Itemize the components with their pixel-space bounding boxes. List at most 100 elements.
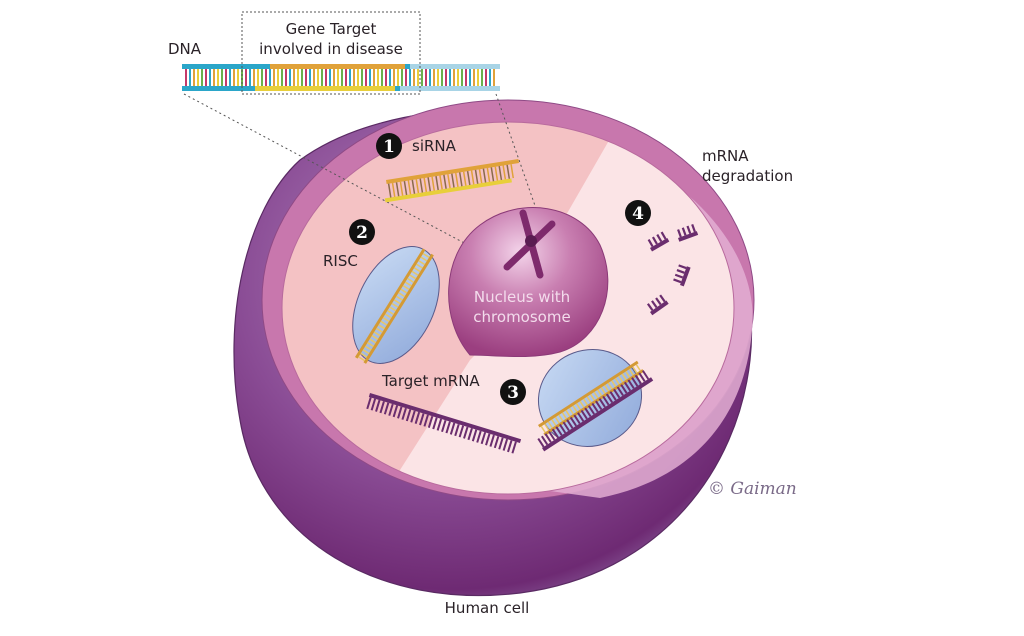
sirna-base-pair [431,176,435,191]
mrna-base [631,377,639,387]
svg-text:2: 2 [356,223,368,243]
risc-base-pair [371,334,379,340]
risc-base-pair [579,400,585,408]
artist-signature: © Gaiman [708,479,797,499]
sirna-base-pair [478,169,483,184]
risc-base-pair [380,320,388,326]
sirna-base-pair [494,166,499,181]
mrna-base [471,429,478,442]
sirna-base-pair [498,165,503,181]
risc-base-pair [614,377,620,385]
sirna-base-pair [435,176,439,191]
mrna-base [458,425,465,438]
sirna-base-pair [510,164,515,179]
sirna-base-pair [462,171,467,186]
mrna-base [511,441,517,454]
sirna-base-pair [458,172,463,187]
dna-label: DNA [168,40,202,58]
mrna-fragment [677,223,699,242]
nucleus: Nucleus with chromosome [448,207,609,358]
human-cell-label: Human cell [445,599,530,617]
risc-base-pair [373,331,381,337]
mrna-degradation-label-1: mRNA [702,147,749,165]
risc-base-pair [558,414,564,422]
mrna-base [609,391,617,401]
svg-text:1: 1 [383,137,395,157]
target-mrna-label: Target mRNA [381,372,480,390]
sirna-base-pair [387,183,392,198]
mrna-base [584,407,592,418]
gene-target-box [241,11,421,95]
mrna-base [502,438,509,451]
risc-mrna-complex [537,349,654,452]
gene-target-label-2: involved in disease [259,40,403,58]
risc-base-pair [568,407,574,415]
risc-base-pair [618,375,624,383]
mrna-base [573,414,581,425]
mrna-base [441,419,447,433]
mrna-base [598,398,606,408]
mrna-base [467,428,473,441]
mrna-base [559,423,567,434]
risc-base-pair [364,345,372,351]
mrna-base [551,428,559,439]
risc-base-pair [604,384,610,392]
mrna-base [454,424,460,437]
sirna-base-pair [502,165,507,180]
sirna-base-pair [447,174,451,189]
target-mrna [366,393,522,454]
risc-base-pair [586,396,592,403]
risc-base-pair [411,270,419,276]
risc-base-pair [393,299,401,305]
risc-base-pair [593,391,599,399]
projection-line-right [495,93,541,221]
mrna-base [383,402,390,415]
risc-base-pair [369,338,377,344]
sirna-base-pair [439,175,443,190]
risc-base-pair [404,281,412,287]
risc-base-pair [540,426,546,433]
mrna-base [507,440,513,453]
sirna-base-pair [419,178,424,193]
mrna-base [419,413,425,426]
gene-target-label-1: Gene Target [286,20,377,38]
risc-base-pair [422,252,430,258]
sirna-base-pair [455,172,459,187]
mrna-base [436,418,443,431]
mrna-base [485,433,491,446]
cytoplasm-outline [281,121,735,495]
sirna-base-pair [466,171,471,186]
mrna-base [480,432,487,445]
risc-base-pair [561,412,567,419]
mrna-degradation-label-2: degradation [702,167,793,185]
mrna-base [620,384,628,394]
risc-label: RISC [323,252,358,270]
mrna-base [463,426,469,439]
sirna-base-pair [451,173,455,188]
step-badge-3: 3 [500,379,526,405]
sirna-base-pair [411,179,416,194]
sirna-base-pair [415,179,420,194]
sirna-base-pair [482,168,487,183]
risc-base-pair [628,368,634,376]
mrna-base [540,435,549,446]
risc-base-pair [575,403,581,410]
sirna-base-pair [506,164,511,179]
mrna-base [555,426,563,436]
risc-base-pair [611,380,617,387]
sirna-base-pair [395,182,400,197]
risc-base-pair [398,292,405,298]
sirna-duplex [384,159,519,203]
risc-base-pair [407,277,414,283]
risc-base-pair [582,398,589,406]
centromere [525,235,537,247]
mrna-base [414,411,421,424]
mrna-base [641,370,650,380]
mrna-base [569,416,577,427]
risc-base-pair [360,352,368,358]
svg-text:4: 4 [632,204,644,224]
mrna-base [638,372,646,382]
mrna-base [445,421,451,434]
mrna-base [370,398,377,411]
